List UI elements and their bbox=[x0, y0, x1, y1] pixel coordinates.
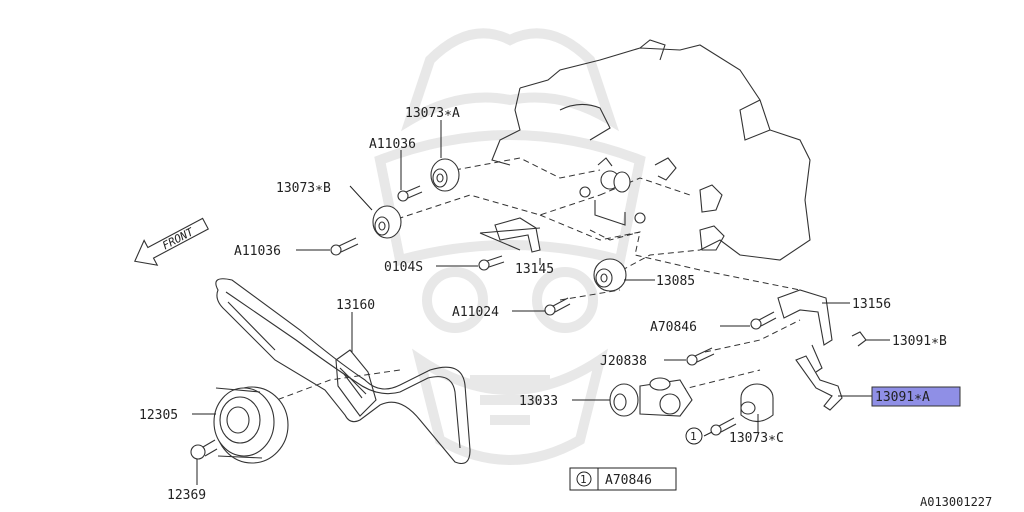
part-13091a-callout[interactable]: 13091∗A bbox=[871, 386, 961, 407]
part-label: 12369 bbox=[167, 488, 206, 503]
bolt-circle-1[interactable] bbox=[710, 417, 737, 436]
part-label: 13145 bbox=[515, 262, 554, 277]
part-a11036-top-callout[interactable]: A11036 bbox=[369, 137, 416, 152]
part-13073b-callout[interactable]: 13073∗B bbox=[276, 181, 331, 196]
drive-belt-13160[interactable] bbox=[215, 278, 471, 465]
part-12369-callout[interactable]: 12369 bbox=[167, 488, 206, 503]
diagram-code: A013001227 bbox=[920, 495, 992, 509]
clip-13091b[interactable] bbox=[851, 331, 867, 347]
part-13145-callout[interactable]: 13145 bbox=[515, 262, 554, 277]
bolt-a70846[interactable] bbox=[750, 311, 777, 330]
part-label: 0104S bbox=[384, 260, 423, 275]
part-13073c-callout[interactable]: 13073∗C bbox=[729, 431, 784, 446]
part-j20838-callout[interactable]: J20838 bbox=[600, 354, 647, 369]
part-13160-callout[interactable]: 13160 bbox=[336, 298, 375, 313]
part-13156-callout[interactable]: 13156 bbox=[852, 297, 891, 312]
part-label: 13085 bbox=[656, 274, 695, 289]
part-label: 13091∗A bbox=[875, 390, 930, 405]
bolt-a11036-left[interactable] bbox=[330, 237, 359, 256]
tensioner-bracket-upper bbox=[579, 157, 677, 226]
legend-box: 1 A70846 bbox=[569, 467, 677, 491]
part-12305-callout[interactable]: 12305 bbox=[139, 408, 178, 423]
front-label: FRONT bbox=[160, 225, 197, 253]
watermark-emblem bbox=[374, 28, 646, 465]
belt-tensioner-13033[interactable] bbox=[609, 377, 693, 417]
part-a70846-callout[interactable]: A70846 bbox=[650, 320, 697, 335]
label-leaders bbox=[192, 120, 890, 485]
cover-bracket-13145[interactable] bbox=[479, 217, 541, 253]
front-arrow: FRONT bbox=[134, 217, 209, 266]
bolt-0104s[interactable] bbox=[478, 255, 505, 271]
part-circle1-callout[interactable]: 1 bbox=[685, 427, 703, 445]
part-label: 13073∗A bbox=[405, 106, 460, 121]
bolt-12369[interactable] bbox=[190, 439, 218, 460]
part-13073a-callout[interactable]: 13073∗A bbox=[405, 106, 460, 121]
highlight-box bbox=[871, 386, 961, 407]
legend-num: 1 bbox=[580, 473, 587, 486]
legend-code: A70846 bbox=[605, 473, 652, 488]
dashed-leader-lines bbox=[249, 157, 801, 411]
part-label: 13156 bbox=[852, 297, 891, 312]
part-label: A11036 bbox=[234, 244, 281, 259]
bolt-a11024[interactable] bbox=[544, 297, 571, 316]
part-a11036-left-callout[interactable]: A11036 bbox=[234, 244, 281, 259]
part-0104s-callout[interactable]: 0104S bbox=[384, 260, 423, 275]
engine-block-outline bbox=[491, 39, 811, 261]
part-label: 12305 bbox=[139, 408, 178, 423]
part-label: 13073∗B bbox=[276, 181, 331, 196]
part-label: J20838 bbox=[600, 354, 647, 369]
part-13085-callout[interactable]: 13085 bbox=[656, 274, 695, 289]
legend-circle bbox=[576, 471, 592, 487]
part-label: 13091∗B bbox=[892, 334, 947, 349]
idler-pulley-13073b[interactable] bbox=[372, 205, 402, 239]
part-13091b-callout[interactable]: 13091∗B bbox=[892, 334, 947, 349]
part-label: 13160 bbox=[336, 298, 375, 313]
part-label: A11024 bbox=[452, 305, 499, 320]
part-label: 13073∗C bbox=[729, 431, 784, 446]
part-a11024-callout[interactable]: A11024 bbox=[452, 305, 499, 320]
part-label: A11036 bbox=[369, 137, 416, 152]
bolt-a11036-top[interactable] bbox=[397, 185, 423, 202]
plate-13091a[interactable] bbox=[795, 355, 843, 411]
part-label: A70846 bbox=[650, 320, 697, 335]
part-label: 1 bbox=[690, 430, 697, 443]
idler-pulley-13085[interactable] bbox=[593, 258, 627, 292]
part-13033-callout[interactable]: 13033 bbox=[519, 394, 558, 409]
idler-pulley-13073a[interactable] bbox=[430, 158, 460, 192]
part-label: 13033 bbox=[519, 394, 558, 409]
crank-pulley-12305[interactable] bbox=[213, 386, 289, 464]
idler-pulley-13073c[interactable] bbox=[740, 383, 774, 423]
tensioner-bracket-13156[interactable] bbox=[777, 289, 833, 373]
circle-marker bbox=[685, 427, 703, 445]
bolt-j20838[interactable] bbox=[686, 347, 715, 366]
